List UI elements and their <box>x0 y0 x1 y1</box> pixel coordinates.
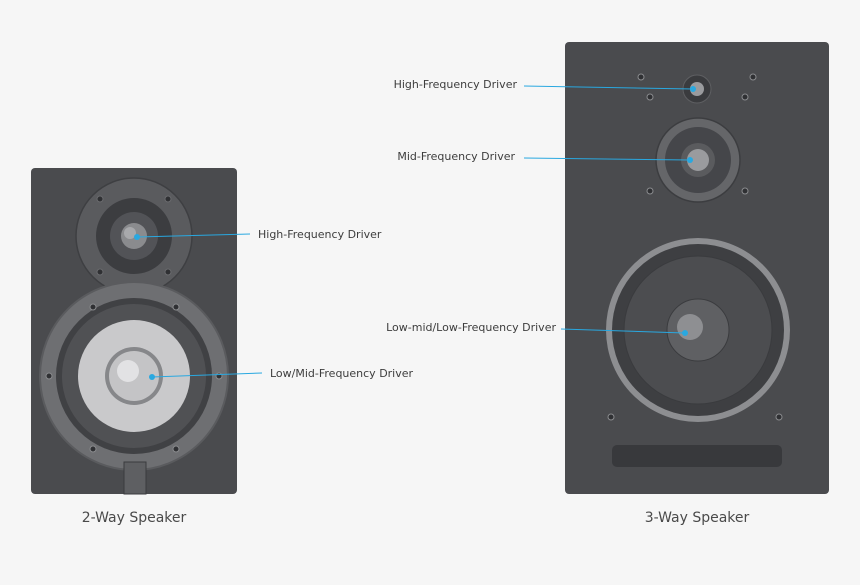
three-way-high-callout: High-Frequency Driver <box>394 78 696 92</box>
three-way-mid-callout: Mid-Frequency Driver <box>397 150 693 163</box>
two-way-port <box>123 461 147 495</box>
three-way-port <box>612 445 782 467</box>
two-way-woofer <box>39 281 229 471</box>
three-way-woofer <box>606 238 790 422</box>
two-way-low-mid-label: Low/Mid-Frequency Driver <box>270 367 414 380</box>
three-way-midrange <box>646 117 749 203</box>
two-way-tweeter <box>75 177 193 295</box>
two-way-high-label: High-Frequency Driver <box>258 228 382 241</box>
three-way-title: 3-Way Speaker <box>645 510 750 526</box>
three-way-low-callout: Low-mid/Low-Frequency Driver <box>386 321 688 336</box>
three-way-high-label: High-Frequency Driver <box>394 78 518 91</box>
three-way-mid-label: Mid-Frequency Driver <box>397 150 515 163</box>
two-way-low-callout: Low/Mid-Frequency Driver <box>149 367 414 380</box>
three-way-low-label: Low-mid/Low-Frequency Driver <box>386 321 556 334</box>
two-way-title: 2-Way Speaker <box>82 510 187 526</box>
two-way-high-callout: High-Frequency Driver <box>134 228 382 241</box>
two-way-speaker: High-Frequency Driver Low/Mid-Frequency … <box>31 168 414 526</box>
three-way-speaker: High-Frequency Driver Mid-Frequency Driv… <box>386 42 829 526</box>
